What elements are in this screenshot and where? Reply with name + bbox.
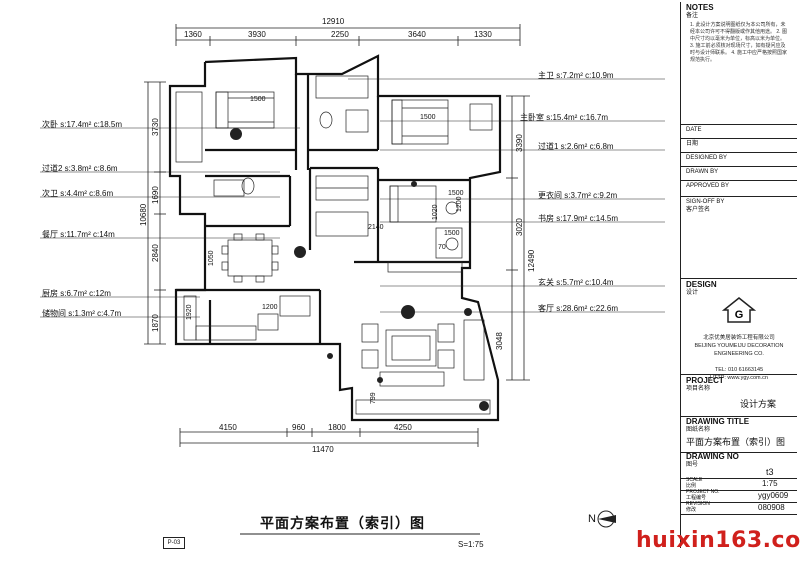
- room-label-left: 餐厅 s:11.7m² c:14m: [42, 230, 115, 239]
- left-dim-2: 1690: [151, 186, 160, 204]
- inner-dim: 799: [370, 392, 377, 404]
- projno-value: ygy0609: [758, 491, 789, 500]
- inner-dim: 2140: [368, 224, 384, 231]
- date-sub: 日期: [686, 141, 699, 147]
- top-dim-3: 2250: [331, 30, 349, 39]
- right-dim-1: 3390: [515, 134, 524, 152]
- drawn-label: DRAWN BY: [686, 169, 719, 175]
- inner-dim: 1500: [250, 96, 266, 103]
- inner-dim: 1200: [456, 196, 463, 212]
- right-dim-2: 3020: [515, 218, 524, 236]
- bottom-total-dim: 11470: [312, 445, 334, 454]
- projno-sub: 工程编号: [686, 495, 707, 501]
- drawing-title-sub: 图纸名称: [686, 427, 711, 433]
- top-total-dim: 12910: [322, 17, 345, 26]
- room-label-right: 过道1 s:2.6m² c:6.8m: [538, 142, 614, 151]
- room-label-right: 更衣间 s:3.7m² c:9.2m: [538, 191, 618, 200]
- project-header: PROJECT: [686, 376, 724, 385]
- room-label-right: 书房 s:17.9m² c:14.5m: [538, 214, 619, 223]
- drawing-scale: S=1:75: [458, 540, 484, 549]
- room-label-left: 厨房 s:6.7m² c:12m: [42, 289, 111, 298]
- room-label-left: 次卫 s:4.4m² c:8.6m: [42, 189, 114, 198]
- project-sub: 项目名称: [686, 386, 711, 392]
- design-sub: 设计: [686, 290, 699, 296]
- inner-dim: 1920: [186, 304, 193, 320]
- company-en: BEIJING YOUMEIJU DECORATION ENGINEERING …: [694, 343, 784, 357]
- room-label-left: 过道2 s:3.8m² c:8.6m: [42, 164, 118, 173]
- inner-dim: 1050: [208, 250, 215, 266]
- drawing-no-sub: 图号: [686, 462, 699, 468]
- scale-label: SCALE: [686, 477, 703, 483]
- inner-dim: 1500: [448, 190, 464, 197]
- company-logo-icon: G: [722, 297, 756, 323]
- north-label: N: [588, 513, 596, 525]
- scale-value: 1:75: [762, 479, 778, 488]
- room-label-left: 储物间 s:1.3m² c:4.7m: [42, 309, 122, 318]
- inner-dim: 1500: [420, 114, 436, 121]
- drawing-no-header: DRAWING NO: [686, 452, 739, 461]
- drawing-no-value: t3: [766, 467, 774, 477]
- left-dim-3: 2840: [151, 244, 160, 262]
- date-label: DATE: [686, 127, 702, 133]
- sheet-tag: P-03: [163, 537, 185, 549]
- revision-label: REVISION: [686, 501, 710, 507]
- room-label-right: 玄关 s:5.7m² c:10.4m: [538, 278, 614, 287]
- drawing-title-value: 平面方案布置（索引）图: [686, 437, 786, 447]
- revision-value: 080908: [758, 503, 785, 512]
- top-dim-1: 1360: [184, 30, 202, 39]
- bottom-dim-3: 1800: [328, 423, 346, 432]
- notes-header: NOTES: [686, 3, 714, 12]
- approved-label: APPROVED BY: [686, 183, 730, 189]
- company-info: 北京优美居装饰工程有限公司 BEIJING YOUMEIJU DECORATIO…: [686, 334, 792, 382]
- room-label-right: 主卫 s:7.2m² c:10.9m: [538, 71, 614, 80]
- right-dim-3: 3048: [495, 332, 504, 350]
- drawing-title-header: DRAWING TITLE: [686, 417, 750, 426]
- design-header: DESIGN: [686, 280, 717, 289]
- notes-sub: 备注: [686, 13, 699, 19]
- top-dim-4: 3640: [408, 30, 426, 39]
- room-label-right: 客厅 s:28.6m² c:22.6m: [538, 304, 619, 313]
- designed-label: DESIGNED BY: [686, 155, 728, 161]
- inner-dim: 70: [438, 244, 446, 251]
- svg-text:G: G: [735, 309, 744, 321]
- watermark: huixin163.com: [636, 528, 800, 553]
- bottom-dim-1: 4150: [219, 423, 237, 432]
- title-block: [680, 2, 797, 548]
- top-dim-2: 3930: [248, 30, 266, 39]
- top-dim-5: 1330: [474, 30, 492, 39]
- revision-sub: 修改: [686, 507, 697, 513]
- project-value: 设计方案: [740, 399, 777, 409]
- room-label-right: 主卧室 s:15.4m² c:16.7m: [520, 113, 609, 122]
- right-total-dim: 12490: [527, 249, 536, 272]
- inner-dim: 1020: [432, 204, 439, 220]
- company-tel: TEL: 010 61663145: [714, 367, 764, 373]
- company-cn: 北京优美居装饰工程有限公司: [703, 335, 775, 341]
- scale-sub: 比例: [686, 483, 697, 489]
- signoff-label: SIGN-OFF BY: [686, 199, 725, 205]
- left-dim-4: 1870: [151, 314, 160, 332]
- inner-dim: 1200: [262, 304, 278, 311]
- room-label-left: 次卧 s:17.4m² c:18.5m: [42, 120, 123, 129]
- company-web: HTTP: www.ygy.com.cn: [710, 375, 768, 381]
- notes-body: 1. 此设计方案说明图纸仅为本公司所有，未经本公司许可不得翻版或作其他用途。 2…: [690, 22, 787, 63]
- bottom-dim-4: 4250: [394, 423, 412, 432]
- left-dim-1: 3730: [151, 118, 160, 136]
- signoff-sub: 客户签名: [686, 207, 711, 213]
- bottom-dim-2: 960: [292, 423, 306, 432]
- projno-label: PROJECT NO.: [686, 489, 720, 495]
- left-total-dim: 10680: [139, 203, 148, 226]
- drawing-title: 平面方案布置（索引）图: [260, 516, 425, 532]
- inner-dim: 1500: [444, 230, 460, 237]
